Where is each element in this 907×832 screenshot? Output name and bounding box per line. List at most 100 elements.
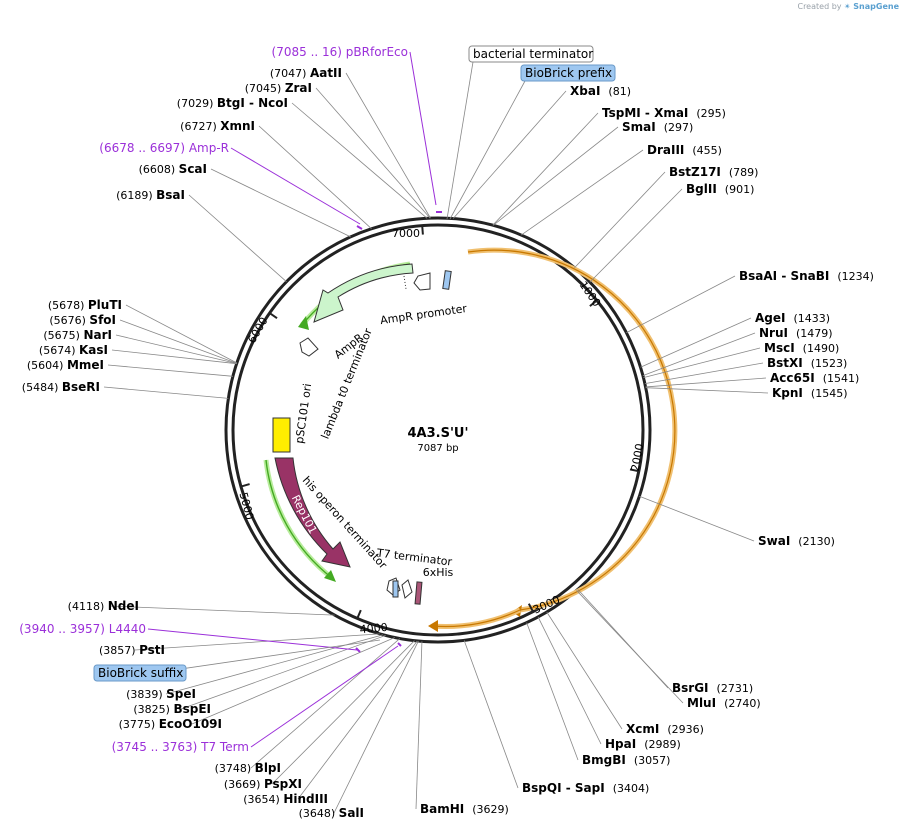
enzyme-label-smai: SmaI(297) <box>622 120 693 134</box>
enzyme-label-ecoo109i: (3775) EcoO109I <box>119 717 222 731</box>
leader-line <box>574 171 666 269</box>
leader-line <box>520 149 644 236</box>
primer-leader-line <box>250 645 399 748</box>
leader-line <box>115 334 237 364</box>
leader-line <box>210 168 351 238</box>
tick-label: 2000 <box>629 442 647 472</box>
enzyme-label-bsai: (6189) BsaI <box>116 188 185 202</box>
svg-text:bacterial terminator: bacterial terminator <box>473 47 593 61</box>
primer-label-amp-r: (6678 .. 6697) Amp-R <box>99 141 229 155</box>
t7-terminator-feature <box>392 580 399 598</box>
biobrick-suffix-box: BioBrick suffix <box>93 664 187 682</box>
plasmid-length: 7087 bp <box>417 443 458 454</box>
bacterial-terminator-box: bacterial terminator <box>468 45 594 63</box>
leader-line <box>297 640 418 800</box>
credit-brand: SnapGene <box>853 2 899 11</box>
leader-line <box>546 611 623 730</box>
leader-line <box>492 126 619 226</box>
tick-mark <box>629 468 640 473</box>
tick-label: 7000 <box>392 227 420 240</box>
enzyme-label-ndei: (4118) NdeI <box>68 599 139 613</box>
leader-line <box>645 387 769 394</box>
enzyme-label-agei: AgeI(1433) <box>755 311 830 325</box>
enzyme-label-bmgbi: BmgBI(3057) <box>582 753 670 767</box>
leader-line <box>315 87 431 219</box>
enzyme-label-nrui: NruI(1479) <box>759 326 833 340</box>
backbone-inner-ring <box>231 223 645 637</box>
leader-line <box>642 332 756 376</box>
tick-mark <box>421 225 424 235</box>
tick-mark <box>527 603 534 613</box>
primer-leader-line <box>409 51 437 206</box>
svg-text:BioBrick suffix: BioBrick suffix <box>98 666 183 680</box>
leader-line <box>111 349 237 365</box>
tick-label: 6000 <box>245 315 270 346</box>
leader-line <box>333 640 419 814</box>
leader-line <box>645 377 767 388</box>
ampr-promoter-feature <box>413 272 431 291</box>
leader-line <box>180 635 386 710</box>
leader-line <box>119 319 237 364</box>
bacterial-terminator-feature <box>442 270 452 290</box>
leader-line <box>589 188 683 283</box>
enzyme-label-swai: SwaI(2130) <box>758 534 835 548</box>
leader-line <box>291 102 428 219</box>
plasmid-name: 4A3.S'U' <box>408 426 469 441</box>
ampr-feature <box>313 263 414 323</box>
enzyme-label-xcmi: XcmI(2936) <box>626 722 704 736</box>
green-arrow-head-bottom <box>324 570 336 582</box>
site-labels: XbaI(81)TspMI - XmaI(295)SmaI(297)DraIII… <box>19 45 874 820</box>
tick-mark <box>589 299 598 307</box>
leader-line <box>626 275 736 334</box>
leader-line <box>108 605 335 616</box>
leader-line <box>103 386 229 399</box>
rep101-feature <box>274 457 351 568</box>
credit-prefix: Created by <box>797 2 842 11</box>
leader-line <box>643 347 761 378</box>
enzyme-label-zrai: (7045) ZraI <box>245 81 312 95</box>
leader-line <box>188 194 287 283</box>
svg-text:BioBrick prefix: BioBrick prefix <box>525 66 612 80</box>
orange-feature-arc-line <box>467 249 676 611</box>
tick-mark <box>356 609 362 619</box>
enzyme-label-xbai: XbaI(81) <box>570 84 631 98</box>
enzyme-label-sali: (3648) SalI <box>299 806 364 820</box>
leader-line <box>463 640 519 789</box>
leader-line <box>452 90 567 219</box>
ampr-promoter-label: AmpR promoter <box>379 302 468 327</box>
enzyme-label-hindiii: (3654) HindIII <box>243 792 328 806</box>
snapgene-logo-icon: ✴ <box>844 2 851 11</box>
primer-label-l4440: (3940 .. 3957) L4440 <box>19 622 146 636</box>
biobrick-prefix-box: BioBrick prefix <box>520 64 616 82</box>
lambda-t0-feature <box>299 337 319 357</box>
leader-line <box>125 304 238 364</box>
enzyme-label-bspqi: BspQI - SapI(3404) <box>522 781 649 795</box>
leader-line <box>271 640 415 785</box>
enzyme-label-xmni: (6727) XmnI <box>180 119 255 133</box>
green-feature-arc-bottom-line <box>265 459 333 579</box>
backbone-outer-ring <box>224 216 652 644</box>
leader-line <box>107 364 233 377</box>
leader-line <box>449 80 526 220</box>
enzyme-label-bseri: (5484) BseRI <box>22 380 100 394</box>
leader-line <box>134 633 380 651</box>
enzyme-label-bglii: BglII(901) <box>686 182 754 196</box>
primer-label-pbrforeco: (7085 .. 16) pBRforEco <box>272 45 408 59</box>
leader-line <box>640 317 752 368</box>
enzyme-label-btgi: (7029) BtgI - NcoI <box>177 96 288 110</box>
enzyme-label-msci: MscI(1490) <box>764 341 839 355</box>
primer-mark-l4440 <box>355 647 361 653</box>
enzyme-label-scai: (6608) ScaI <box>139 162 207 176</box>
enzyme-label-acc65i: Acc65I(1541) <box>770 371 859 385</box>
enzyme-label-pspxi: (3669) PspXI <box>224 777 302 791</box>
psc101-ori-feature <box>272 417 291 453</box>
enzyme-label-spei: (3839) SpeI <box>126 687 196 701</box>
enzyme-label-hpai: HpaI(2989) <box>605 737 681 751</box>
enzyme-label-mlui: MluI(2740) <box>687 696 761 710</box>
orange-feature-arc-lower-line <box>431 609 521 628</box>
enzyme-label-nari: (5675) NarI <box>43 328 112 342</box>
primer-leader-line <box>147 628 358 651</box>
enzyme-label-bstz17i: BstZ17I(789) <box>669 165 758 179</box>
enzyme-label-blpi: (3748) BlpI <box>215 761 281 775</box>
leader-line <box>191 637 395 725</box>
